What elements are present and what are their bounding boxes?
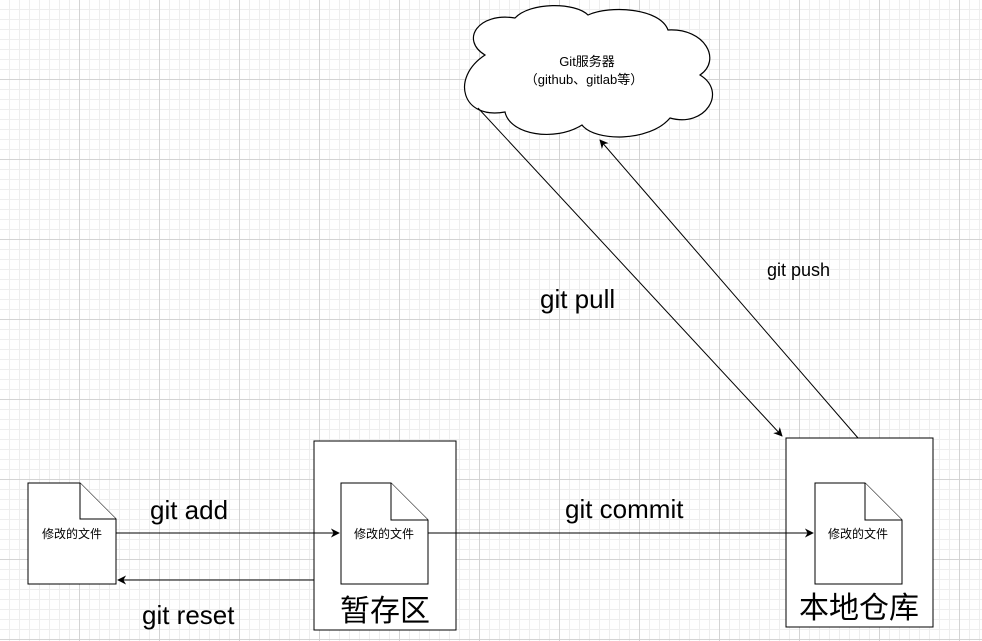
staging-area: 修改的文件 暂存区 (313, 440, 457, 631)
document-fold (390, 483, 428, 521)
git-add-label: git add (150, 495, 228, 525)
git-pull-label: git pull (540, 284, 615, 314)
local-repo-label: 本地仓库 (799, 592, 919, 625)
staging-area-label: 暂存区 (340, 595, 430, 628)
document-fold (864, 483, 902, 521)
working-file-label: 修改的文件 (42, 526, 102, 541)
git-reset-label: git reset (142, 600, 235, 630)
working-file-document: 修改的文件 (27, 482, 117, 585)
server-subtitle: （github、gitlab等） (525, 72, 644, 87)
server-title: Git服务器 (559, 54, 615, 69)
git-push-label: git push (767, 260, 830, 280)
cloud-shape (463, 5, 713, 138)
staged-file-label: 修改的文件 (354, 526, 414, 541)
git-pull-arrow (477, 107, 783, 437)
committed-file-label: 修改的文件 (828, 526, 888, 541)
git-push-arrow (599, 139, 859, 439)
git-server-cloud: Git服务器 （github、gitlab等） (463, 5, 713, 138)
git-commit-label: git commit (565, 494, 684, 524)
document-fold (79, 483, 116, 520)
